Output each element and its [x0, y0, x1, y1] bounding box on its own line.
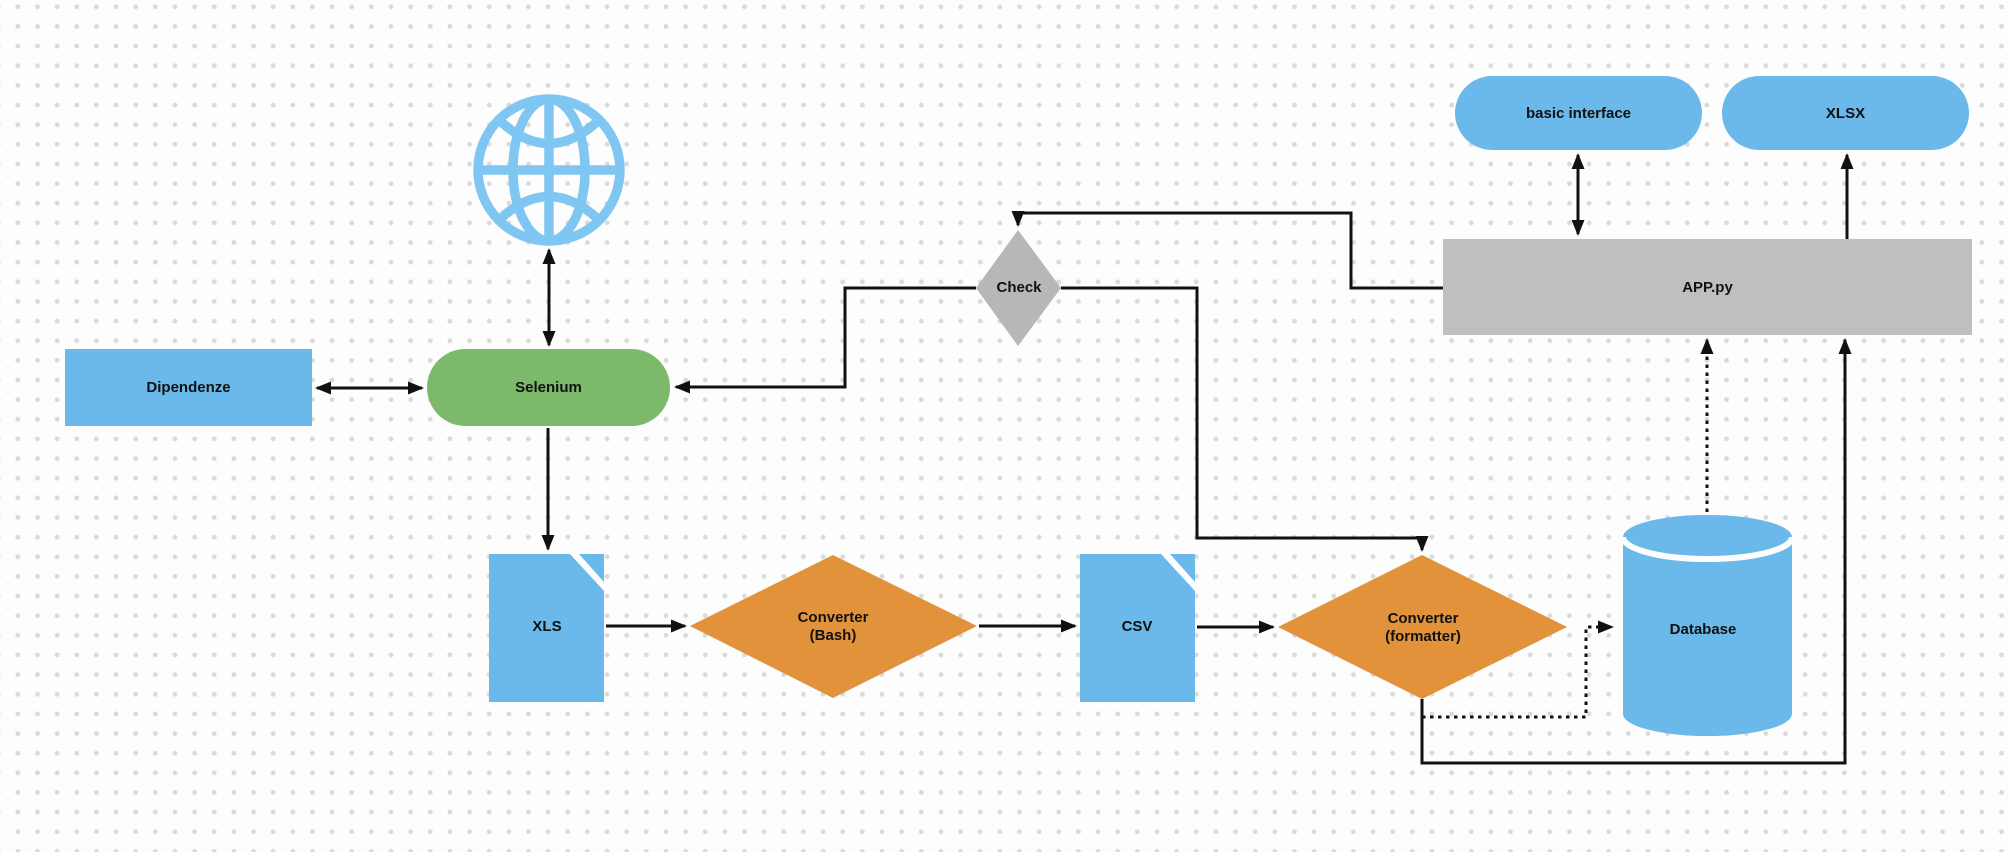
node-dipendenze[interactable]: Dipendenze: [65, 349, 312, 426]
converter-bash-diamond[interactable]: [690, 555, 977, 698]
node-selenium-label: Selenium: [515, 379, 582, 396]
xls-document[interactable]: [489, 554, 604, 702]
node-app-py-label: APP.py: [1682, 278, 1733, 296]
converter-formatter-diamond[interactable]: [1278, 555, 1567, 699]
node-xlsx[interactable]: XLSX: [1722, 76, 1969, 150]
csv-folded-corner-icon: [1170, 554, 1195, 582]
node-basic-interface[interactable]: basic interface: [1455, 76, 1702, 150]
connector-converter-formatter-app: [1420, 338, 1852, 765]
node-app-py[interactable]: APP.py: [1443, 239, 1972, 335]
database-cylinder[interactable]: [1620, 515, 1795, 737]
connector-app-check: [1011, 211, 1443, 290]
node-basic-interface-label: basic interface: [1525, 104, 1632, 122]
connector-check-converter-formatter: [1061, 286, 1429, 552]
connector-converter-formatter-database: [1422, 620, 1614, 719]
connector-check-selenium: [674, 286, 976, 394]
csv-document[interactable]: [1080, 554, 1195, 702]
node-xlsx-label: XLSX: [1825, 104, 1866, 122]
node-selenium[interactable]: Selenium: [427, 349, 670, 426]
xls-folded-corner-icon: [579, 554, 604, 582]
globe-icon[interactable]: [473, 94, 625, 246]
check-diamond[interactable]: [976, 230, 1061, 346]
node-dipendenze-label: Dipendenze: [146, 379, 231, 396]
